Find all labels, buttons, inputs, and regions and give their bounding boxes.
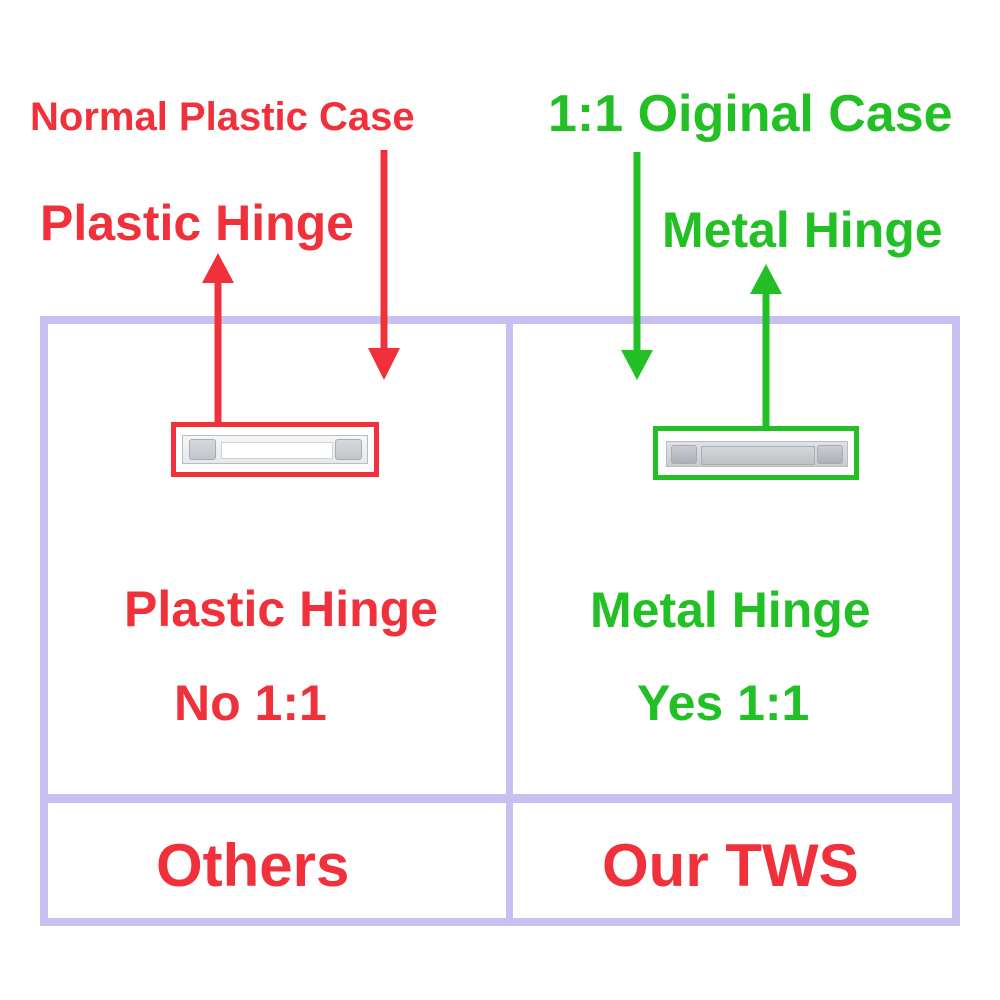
table-divider-vertical	[506, 316, 513, 926]
arrow-down-green-icon	[621, 152, 653, 380]
arrow-down-red-icon	[368, 150, 400, 380]
arrow-up-green-icon	[750, 264, 782, 430]
plastic-hinge-highlight	[171, 422, 379, 477]
others-match-text: No 1:1	[174, 675, 327, 731]
plastic-hinge-image	[182, 435, 368, 464]
table-divider-horizontal	[40, 794, 960, 803]
metal-hinge-cap-right	[817, 445, 843, 464]
metal-hinge-cap-left	[671, 445, 697, 464]
table-border-left	[40, 316, 48, 926]
table-border-bottom	[40, 918, 960, 926]
original-case-label: 1:1 Oiginal Case	[548, 85, 953, 143]
normal-case-label: Normal Plastic Case	[30, 95, 415, 139]
metal-hinge-image	[666, 441, 848, 467]
table-border-right	[952, 316, 960, 926]
metal-hinge-label: Metal Hinge	[662, 202, 943, 258]
table-border-top	[40, 316, 960, 324]
ours-material-text: Metal Hinge	[590, 582, 871, 638]
others-column-label: Others	[156, 832, 350, 899]
metal-hinge-highlight	[653, 426, 859, 480]
plastic-hinge-bar	[221, 442, 333, 459]
others-material-text: Plastic Hinge	[124, 581, 438, 637]
plastic-hinge-cap-left	[189, 439, 216, 460]
arrow-up-red-icon	[202, 253, 234, 425]
ours-match-text: Yes 1:1	[637, 675, 810, 731]
plastic-hinge-cap-right	[335, 439, 362, 460]
metal-hinge-bar	[701, 446, 815, 465]
plastic-hinge-label: Plastic Hinge	[40, 195, 354, 251]
ours-column-label: Our TWS	[602, 832, 859, 899]
